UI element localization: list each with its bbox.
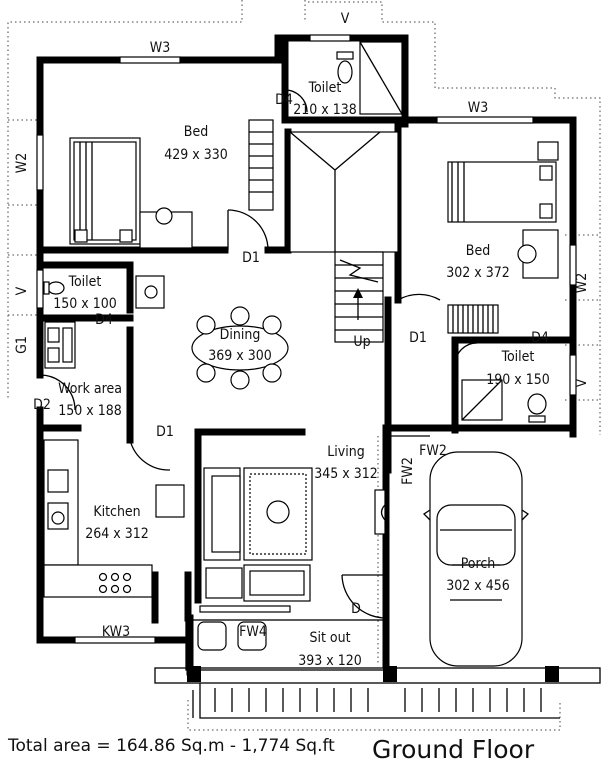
toilet-top-fixtures [336,41,403,115]
bed-left-size: 429 x 330 [164,147,228,163]
mark-d4-left: D4 [95,312,113,328]
kitchen-name: Kitchen [93,504,140,520]
windows [36,34,577,644]
mark-d4-top: D4 [275,92,293,108]
car-icon [422,451,530,667]
toilet-top-name: Toilet [308,80,342,96]
work-area-size: 150 x 188 [58,403,122,419]
footer: Total area = 164.86 Sq.m - 1,774 Sq.ft G… [7,735,535,764]
mark-v-left: V [14,286,30,295]
toilet-right-fixtures [461,379,547,423]
mark-v-right: V [574,378,590,387]
parapet-railing [154,428,601,719]
mark-fw4: FW4 [239,624,267,640]
sitout-chairs [197,621,267,651]
room-labels: Bed 429 x 330 Toilet 210 x 138 Bed 302 x… [53,80,550,669]
dining-size: 369 x 300 [208,348,272,364]
walls [36,34,577,676]
stair-steps-left [248,119,274,211]
porch-name: Porch [461,556,496,572]
mark-d1-bed-right: D1 [409,330,427,346]
mark-d-main: D [351,601,361,617]
bed-right-size: 302 x 372 [446,265,510,281]
mark-d4-right: D4 [531,330,549,346]
mark-g1: G1 [14,336,30,354]
living-name: Living [327,444,364,460]
kitchen-fixtures [43,439,185,598]
living-furniture [203,467,386,602]
mark-up: Up [353,334,370,350]
sitout-size: 393 x 120 [298,653,362,669]
bed-left [69,137,193,249]
sitout-name: Sit out [309,630,350,646]
porch-size: 302 x 456 [446,578,510,594]
living-size: 345 x 312 [314,466,378,482]
dining-name: Dining [220,327,261,343]
mark-w2-left: W2 [14,153,30,173]
mark-d1-bed-left: D1 [242,250,260,266]
mark-v-top: V [341,11,350,27]
floor-title: Ground Floor [372,735,535,764]
toilet-left-size: 150 x 100 [53,296,117,312]
bed-right [447,141,559,334]
mark-d2: D2 [33,397,51,413]
mark-w3-top: W3 [150,40,170,56]
dining-table [191,306,289,390]
mark-w3-right: W3 [468,100,488,116]
bed-left-name: Bed [184,124,208,140]
toilet-right-name: Toilet [501,349,535,365]
mark-w2-right: W2 [574,273,590,293]
mark-fw2-a: FW2 [419,443,447,459]
doors [39,89,478,619]
kitchen-size: 264 x 312 [85,526,149,542]
wash-basin [135,275,165,309]
toilet-right-size: 190 x 150 [486,372,550,388]
toilet-left-name: Toilet [68,274,102,290]
mark-kw3: KW3 [102,624,130,640]
total-area-text: Total area = 164.86 Sq.m - 1,774 Sq.ft [7,736,335,756]
mark-d1-kitchen: D1 [156,424,174,440]
dotted-outlines [7,0,601,731]
toilet-left-fixtures [43,281,76,369]
toilet-top-size: 210 x 138 [293,102,357,118]
mark-fw2-b: FW2 [400,457,416,485]
opening-marks: W3 V W3 W2 V G1 D2 D4 D4 D4 D1 D1 D1 W2 … [14,11,590,640]
work-area-name: Work area [58,381,122,397]
central-staircase [289,131,399,343]
bed-right-name: Bed [466,243,490,259]
